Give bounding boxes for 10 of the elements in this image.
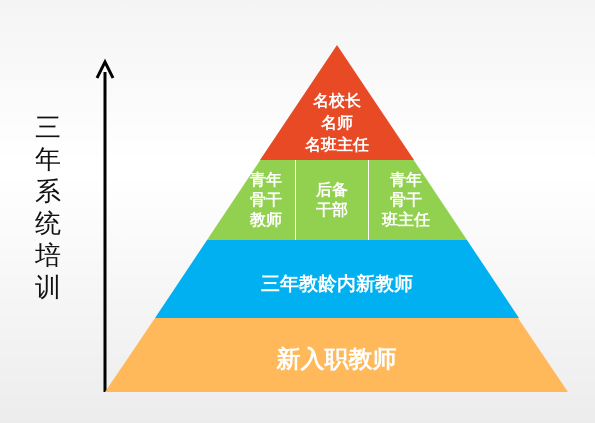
- tier-label: 新入职教师: [275, 344, 398, 375]
- tier-label: 三年教龄内新教师: [260, 272, 414, 297]
- section-label: 青年骨干班主任: [382, 170, 430, 230]
- tier-label: 名班主任: [304, 135, 370, 156]
- section-label: 后备干部: [316, 180, 348, 220]
- axis-label: 三年系统培训: [34, 112, 62, 304]
- tier-label: 名校长: [312, 91, 362, 112]
- section-label: 青年骨干教师: [250, 170, 282, 230]
- tier-label: 名师: [320, 113, 354, 134]
- pyramid-tier: [105, 318, 568, 392]
